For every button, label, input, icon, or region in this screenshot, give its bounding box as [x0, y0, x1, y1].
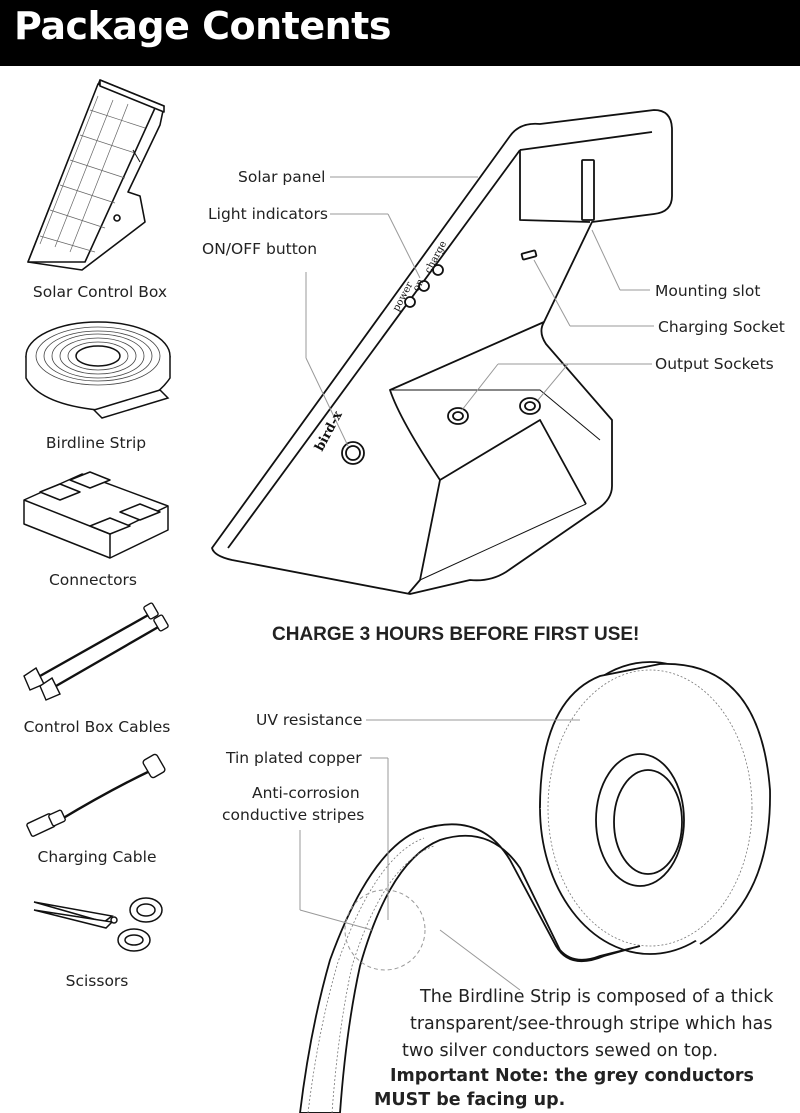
important-note-line-1: Important Note: the grey conductors [390, 1066, 754, 1086]
callout-charging-socket: Charging Socket [658, 318, 785, 336]
callout-uv-resistance: UV resistance [256, 711, 362, 729]
callout-mounting-slot: Mounting slot [655, 282, 760, 300]
item-label-birdline-strip: Birdline Strip [20, 434, 172, 452]
callout-tin-plated-copper: Tin plated copper [226, 749, 362, 767]
item-label-connectors: Connectors [20, 571, 166, 589]
charging-cable-image [26, 753, 166, 836]
item-label-charging-cable: Charging Cable [20, 848, 174, 866]
important-note-line-2: MUST be facing up. [374, 1090, 565, 1110]
callout-solar-panel: Solar panel [238, 168, 325, 186]
item-label-scissors: Scissors [20, 972, 174, 990]
item-label-solar-control-box: Solar Control Box [20, 283, 180, 301]
control-box-cables-image [24, 602, 169, 700]
connectors-image [24, 472, 168, 558]
charge-warning: CHARGE 3 HOURS BEFORE FIRST USE! [272, 624, 639, 646]
callout-light-indicators: Light indicators [208, 205, 328, 223]
scissors-image [34, 898, 162, 951]
description-line-2: transparent/see-through stripe which has [410, 1014, 772, 1034]
callout-on-off-button: ON/OFF button [202, 240, 317, 258]
birdline-strip-image [26, 322, 170, 418]
callout-conductive-stripes: conductive stripes [222, 806, 364, 824]
item-label-control-box-cables: Control Box Cables [14, 718, 180, 736]
solar-control-box-image [28, 80, 164, 270]
callout-output-sockets: Output Sockets [655, 355, 774, 373]
description-line-3: two silver conductors sewed on top. [402, 1041, 718, 1061]
description-line-1: The Birdline Strip is composed of a thic… [420, 987, 773, 1007]
callout-anti-corrosion: Anti-corrosion [252, 784, 360, 802]
